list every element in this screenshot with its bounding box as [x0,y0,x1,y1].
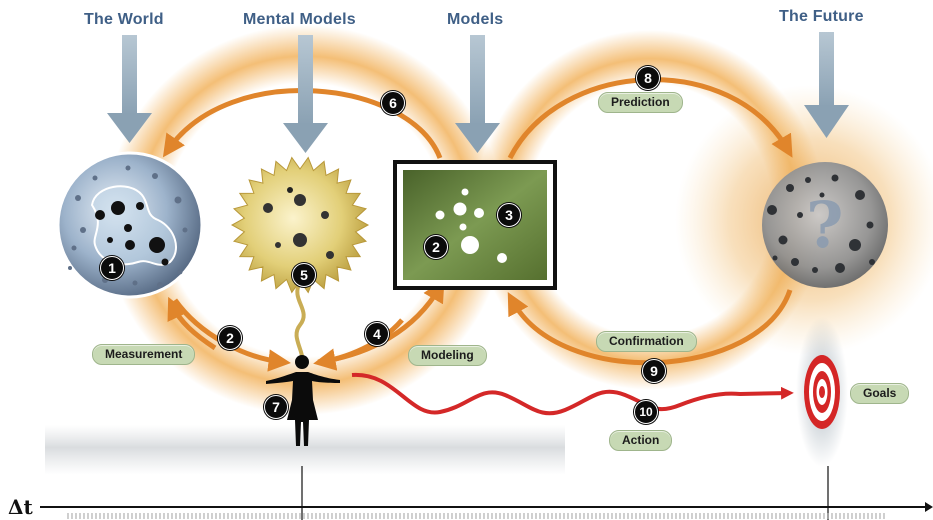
marker-8: 8 [636,66,660,90]
question-mark: ? [806,188,844,263]
marker-2-model: 2 [424,235,448,259]
marker-1: 1 [100,256,124,280]
marker-7: 7 [264,395,288,419]
down-arrow-mental-models [283,35,328,153]
action-wave [351,372,794,416]
mental-burst-shape [230,156,370,294]
label-goals: Goals [850,383,910,404]
label-action: Action [609,430,673,451]
world-sphere [56,151,204,299]
goals-target [796,317,848,467]
timeline-ticks [67,513,885,519]
label-prediction: Prediction [598,92,683,113]
heading-mental-models: Mental Models [243,11,356,28]
marker-3: 3 [497,203,521,227]
marker-6: 6 [381,91,405,115]
future-sphere [762,162,888,288]
marker-4: 4 [365,322,389,346]
person-silhouette [266,355,340,446]
marker-5: 5 [292,263,316,287]
marker-9: 9 [642,359,666,383]
timeline-label: Δt [8,495,33,519]
down-arrow-models [455,35,500,153]
heading-models: Models [447,11,504,28]
timeline [40,466,933,520]
label-confirmation: Confirmation [596,331,697,352]
models-panel [393,160,557,290]
arrow-models-to-person [313,318,404,371]
heading-the-world: The World [84,11,164,28]
marker-2-measurement: 2 [218,326,242,350]
arrow-world-to-person-return [167,296,217,351]
mental-model-burst [230,156,370,357]
heading-the-future: The Future [779,8,864,25]
label-measurement: Measurement [92,344,196,365]
arrow-models-to-world [162,88,443,159]
down-arrow-world [107,35,152,143]
down-arrow-future [804,32,849,138]
marker-10: 10 [634,400,658,424]
label-modeling: Modeling [408,345,487,366]
